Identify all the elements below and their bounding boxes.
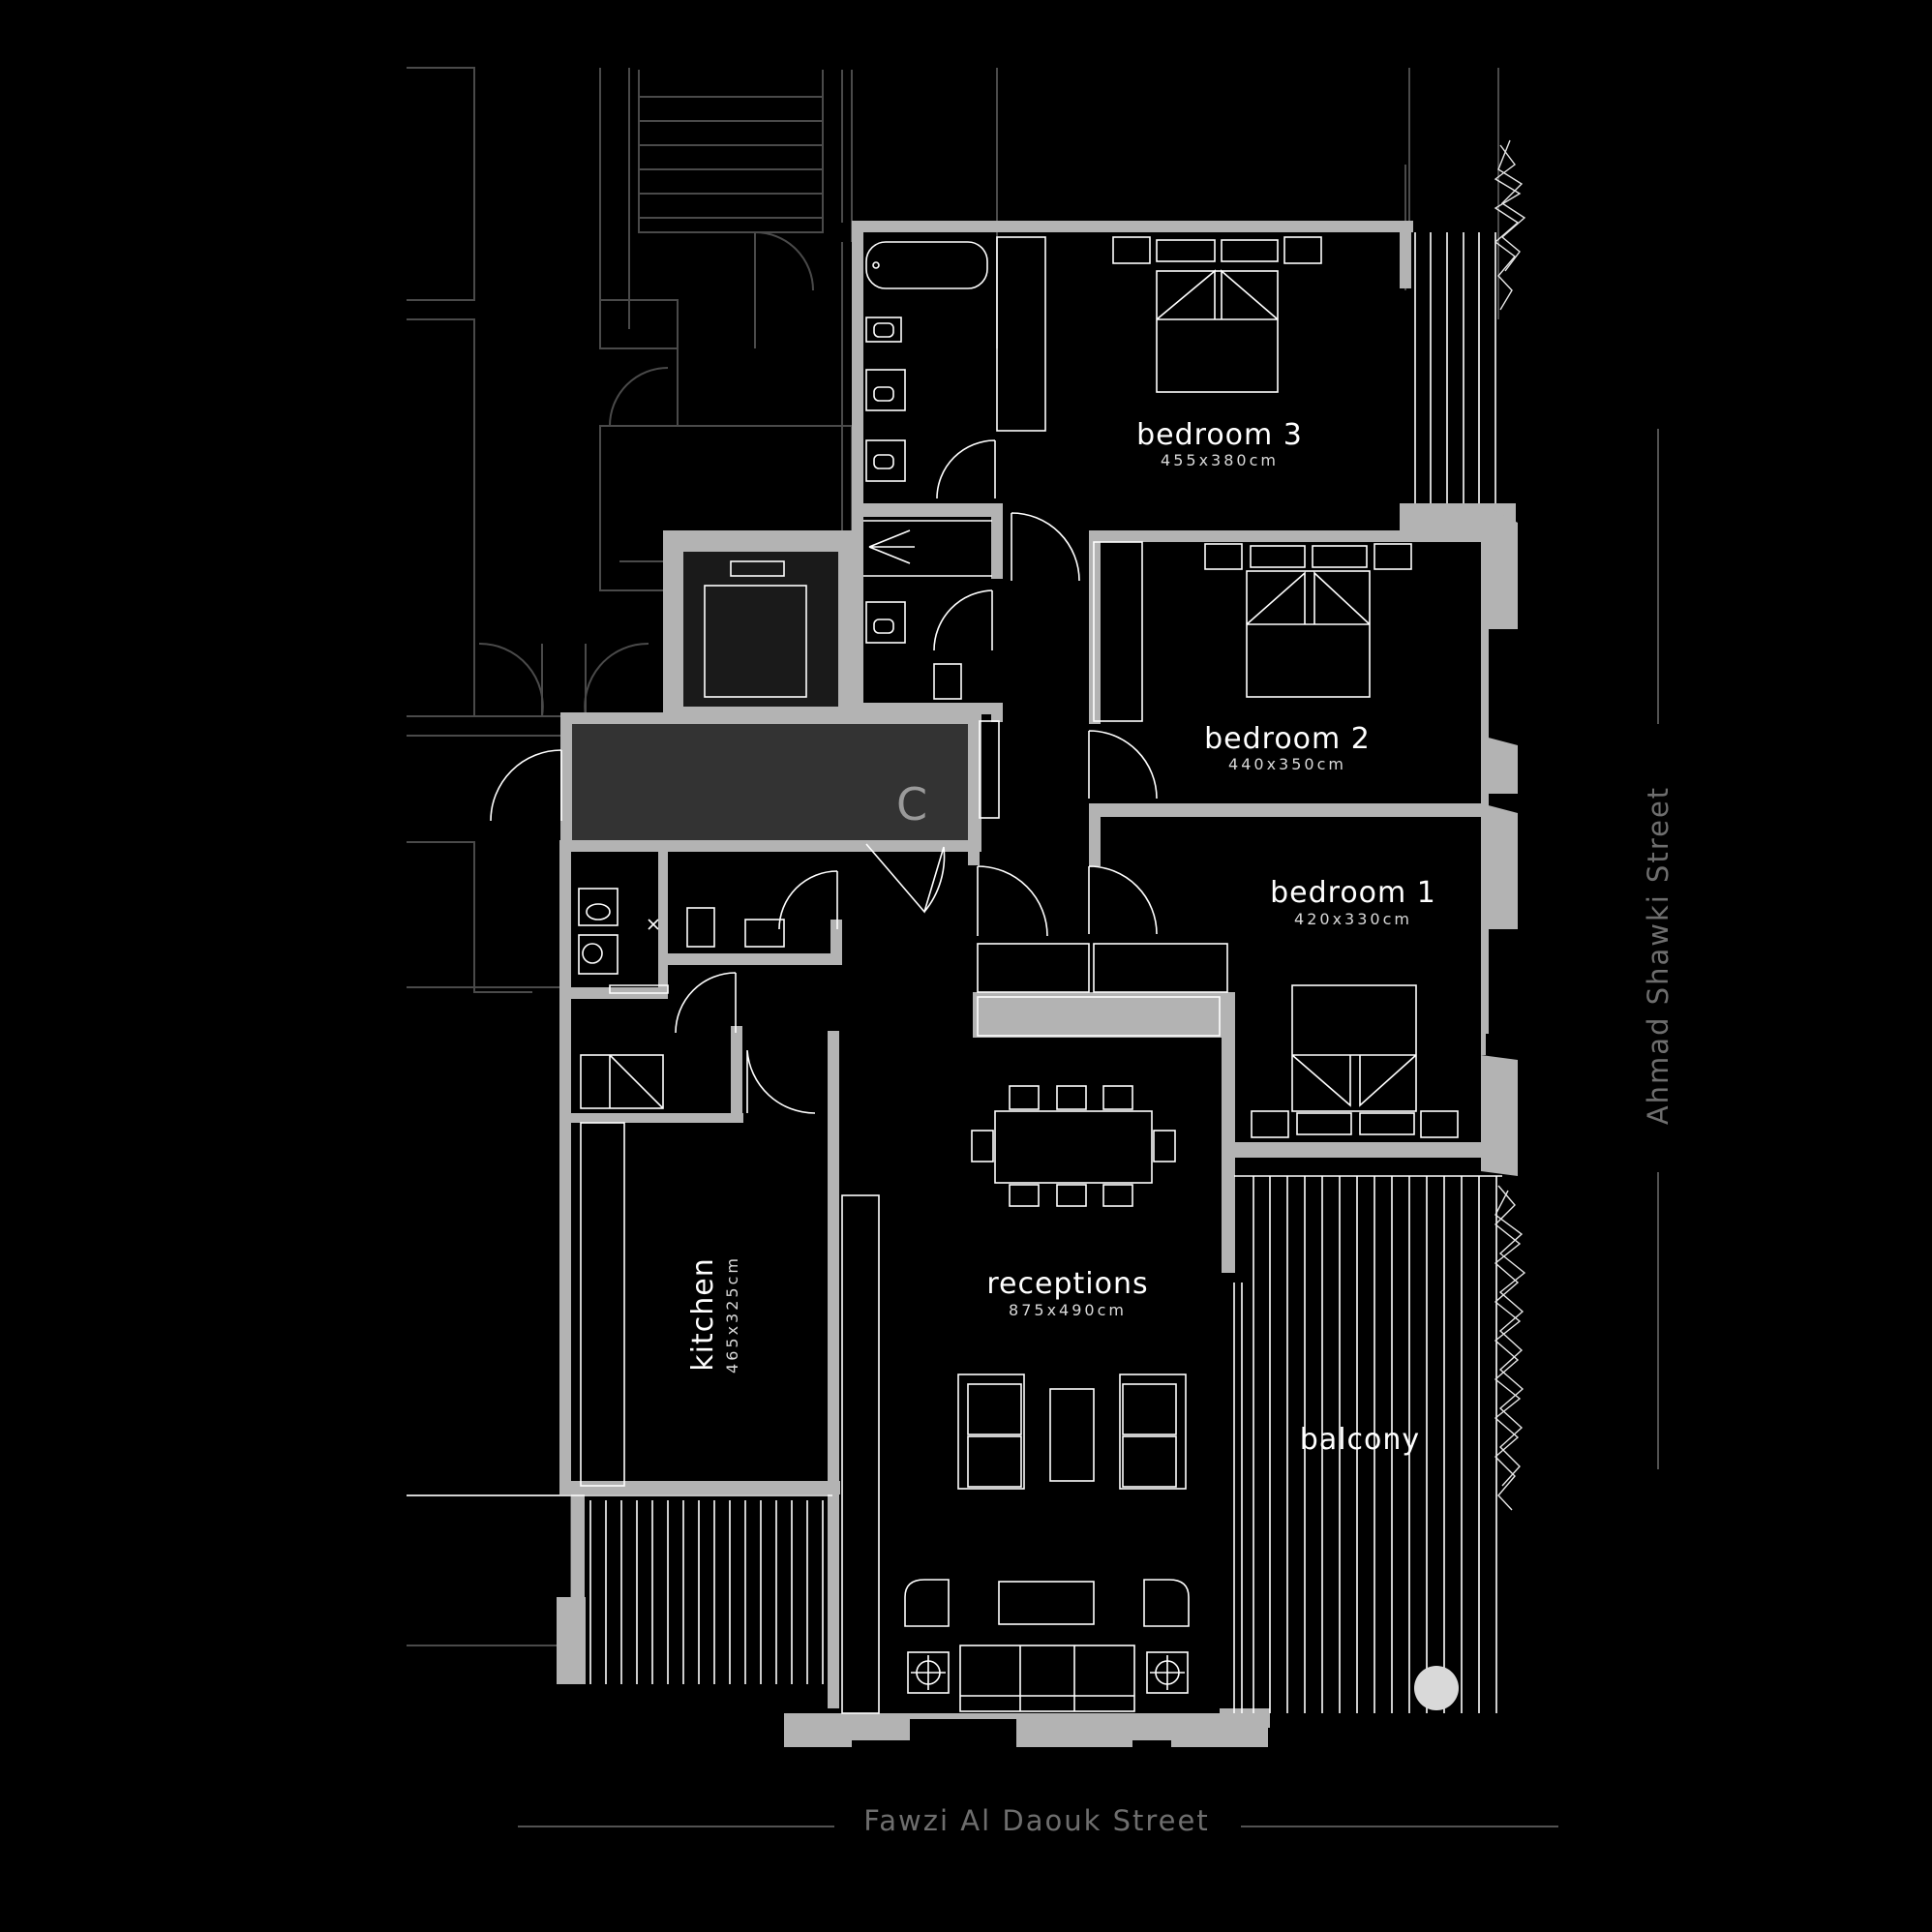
bed-bedroom-1 <box>1251 984 1459 1138</box>
room-dim-receptions: 875x490cm <box>1009 1301 1127 1319</box>
room-label-bedroom-2: bedroom 2 <box>1204 722 1371 756</box>
balcony-decking <box>407 232 1502 1713</box>
planter-icon <box>1414 1666 1459 1710</box>
room-dim-bedroom-1: 420x330cm <box>1294 910 1412 928</box>
street-label-bottom: Fawzi Al Daouk Street <box>863 1804 1209 1837</box>
dining-table <box>971 1085 1176 1207</box>
room-label-kitchen: kitchen <box>686 1257 720 1371</box>
room-label-bedroom-3: bedroom 3 <box>1136 418 1303 452</box>
bed-bedroom-3 <box>1112 236 1322 393</box>
bed-bedroom-2 <box>1204 543 1412 698</box>
room-label-receptions: receptions <box>986 1267 1148 1301</box>
planting <box>1494 139 1526 1511</box>
room-label-balcony: balcony <box>1300 1423 1420 1457</box>
core-door <box>865 843 946 914</box>
room-dim-bedroom-3: 455x380cm <box>1161 451 1279 469</box>
bathroom-fixtures <box>578 236 1228 1714</box>
doors <box>490 439 1158 1114</box>
walls <box>557 221 1518 1747</box>
room-dim-kitchen: 465x325cm <box>723 1255 741 1374</box>
room-dim-bedroom-2: 440x350cm <box>1228 755 1346 773</box>
street-label-right: Ahmad Shawki Street <box>1642 786 1675 1125</box>
living-furniture <box>904 1374 1190 1712</box>
street-guides <box>518 429 1659 1827</box>
core-label: C <box>896 778 927 830</box>
room-label-bedroom-1: bedroom 1 <box>1270 876 1436 910</box>
